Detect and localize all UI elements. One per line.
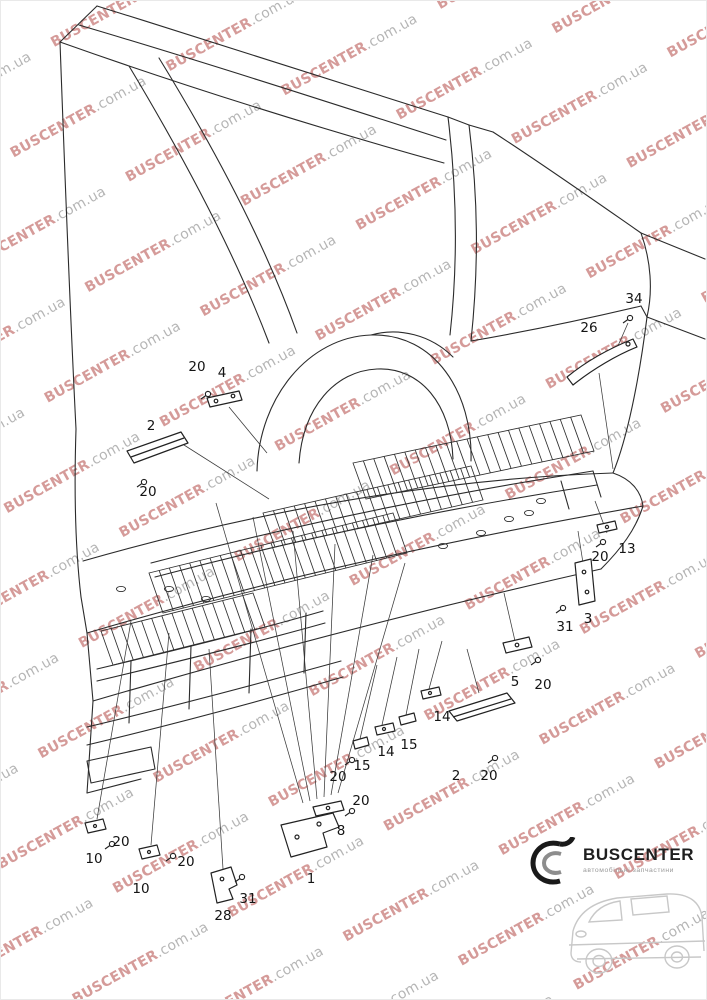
logo-tagline: автомобільні запчастини bbox=[583, 867, 674, 874]
part-10-clip-b bbox=[138, 844, 161, 860]
leader-lines bbox=[96, 322, 629, 870]
part-2-rail-right bbox=[448, 692, 516, 722]
floor-rib-bands bbox=[100, 414, 595, 666]
part-8-plate bbox=[312, 800, 345, 817]
body-shell-artwork bbox=[59, 5, 706, 794]
part-shapes bbox=[84, 338, 638, 904]
part-10-clip-a bbox=[84, 818, 107, 834]
part-28-bracket bbox=[210, 866, 238, 904]
van-sketch bbox=[568, 893, 706, 974]
buscenter-emblem-icon bbox=[530, 837, 576, 885]
part-5-clip bbox=[502, 636, 533, 654]
floor-holes bbox=[116, 497, 546, 603]
bolt-icons bbox=[104, 314, 634, 883]
part-13-clip bbox=[596, 520, 618, 534]
part-15-clip-a bbox=[398, 712, 417, 726]
part-15-clip-b bbox=[352, 736, 370, 750]
part-26-bracket bbox=[566, 338, 638, 386]
part-1-bracket bbox=[280, 812, 340, 858]
logo-brand: BUSCENTER bbox=[583, 845, 695, 864]
part-4-bracket bbox=[206, 390, 243, 408]
buscenter-logo: BUSCENTER автомобільні запчастини bbox=[528, 837, 694, 887]
part-3-bracket bbox=[574, 558, 596, 606]
